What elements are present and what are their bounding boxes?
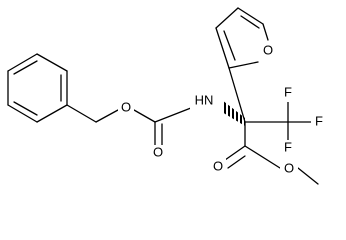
furan-ring [215, 7, 269, 69]
furan-bond [228, 61, 259, 69]
benzene-double-bond [13, 60, 38, 75]
furan-bond [215, 27, 230, 69]
ester-carbonyl-oxygen-label: O [213, 158, 223, 173]
benzene-bond [36, 53, 68, 72]
methyl-ester-group [224, 145, 319, 185]
benzene-bond [36, 104, 68, 123]
furan-double-bond [223, 30, 236, 61]
ester-c-o-bond [224, 145, 246, 161]
furan-bond [262, 23, 269, 41]
furan-double-bond [240, 15, 260, 29]
benzene-bond [7, 53, 38, 72]
carbamate-group [66, 104, 197, 147]
fluorine-label-3: F [284, 139, 292, 154]
ester-c-o-double-bond [227, 155, 246, 169]
ester-c-o-single-bond [244, 145, 281, 169]
benzene-double-bond [13, 101, 38, 116]
benzene-ring [7, 53, 68, 123]
o-carbonyl-bond [133, 109, 156, 123]
atom-labels: HN O O O F F F O O [118, 42, 325, 178]
o-methyl-bond [297, 167, 319, 185]
carbonyl-nh-bond [154, 105, 197, 123]
carbamate-ester-oxygen-label: O [121, 99, 131, 114]
furan-bond [215, 7, 239, 29]
furan-oxygen-label: O [263, 42, 273, 57]
quaternary-center [222, 67, 289, 147]
benzyl-ch2-bond [66, 104, 97, 123]
nh-label: HN [195, 92, 214, 107]
fluorine-label-1: F [284, 84, 292, 99]
benzene-bond [7, 104, 38, 123]
methoxy-oxygen-label: O [284, 160, 294, 175]
carbamate-carbonyl-oxygen-label: O [153, 144, 163, 159]
chemical-structure-diagram: HN O O O F F F O O [7, 7, 325, 185]
stereo-hash-wedge [222, 100, 245, 126]
fluorine-label-2: F [315, 113, 323, 128]
furan-bond [237, 7, 264, 25]
cq-furan-bond [228, 67, 246, 123]
cf3-group [287, 97, 313, 141]
ch2-o-bond [95, 109, 119, 123]
